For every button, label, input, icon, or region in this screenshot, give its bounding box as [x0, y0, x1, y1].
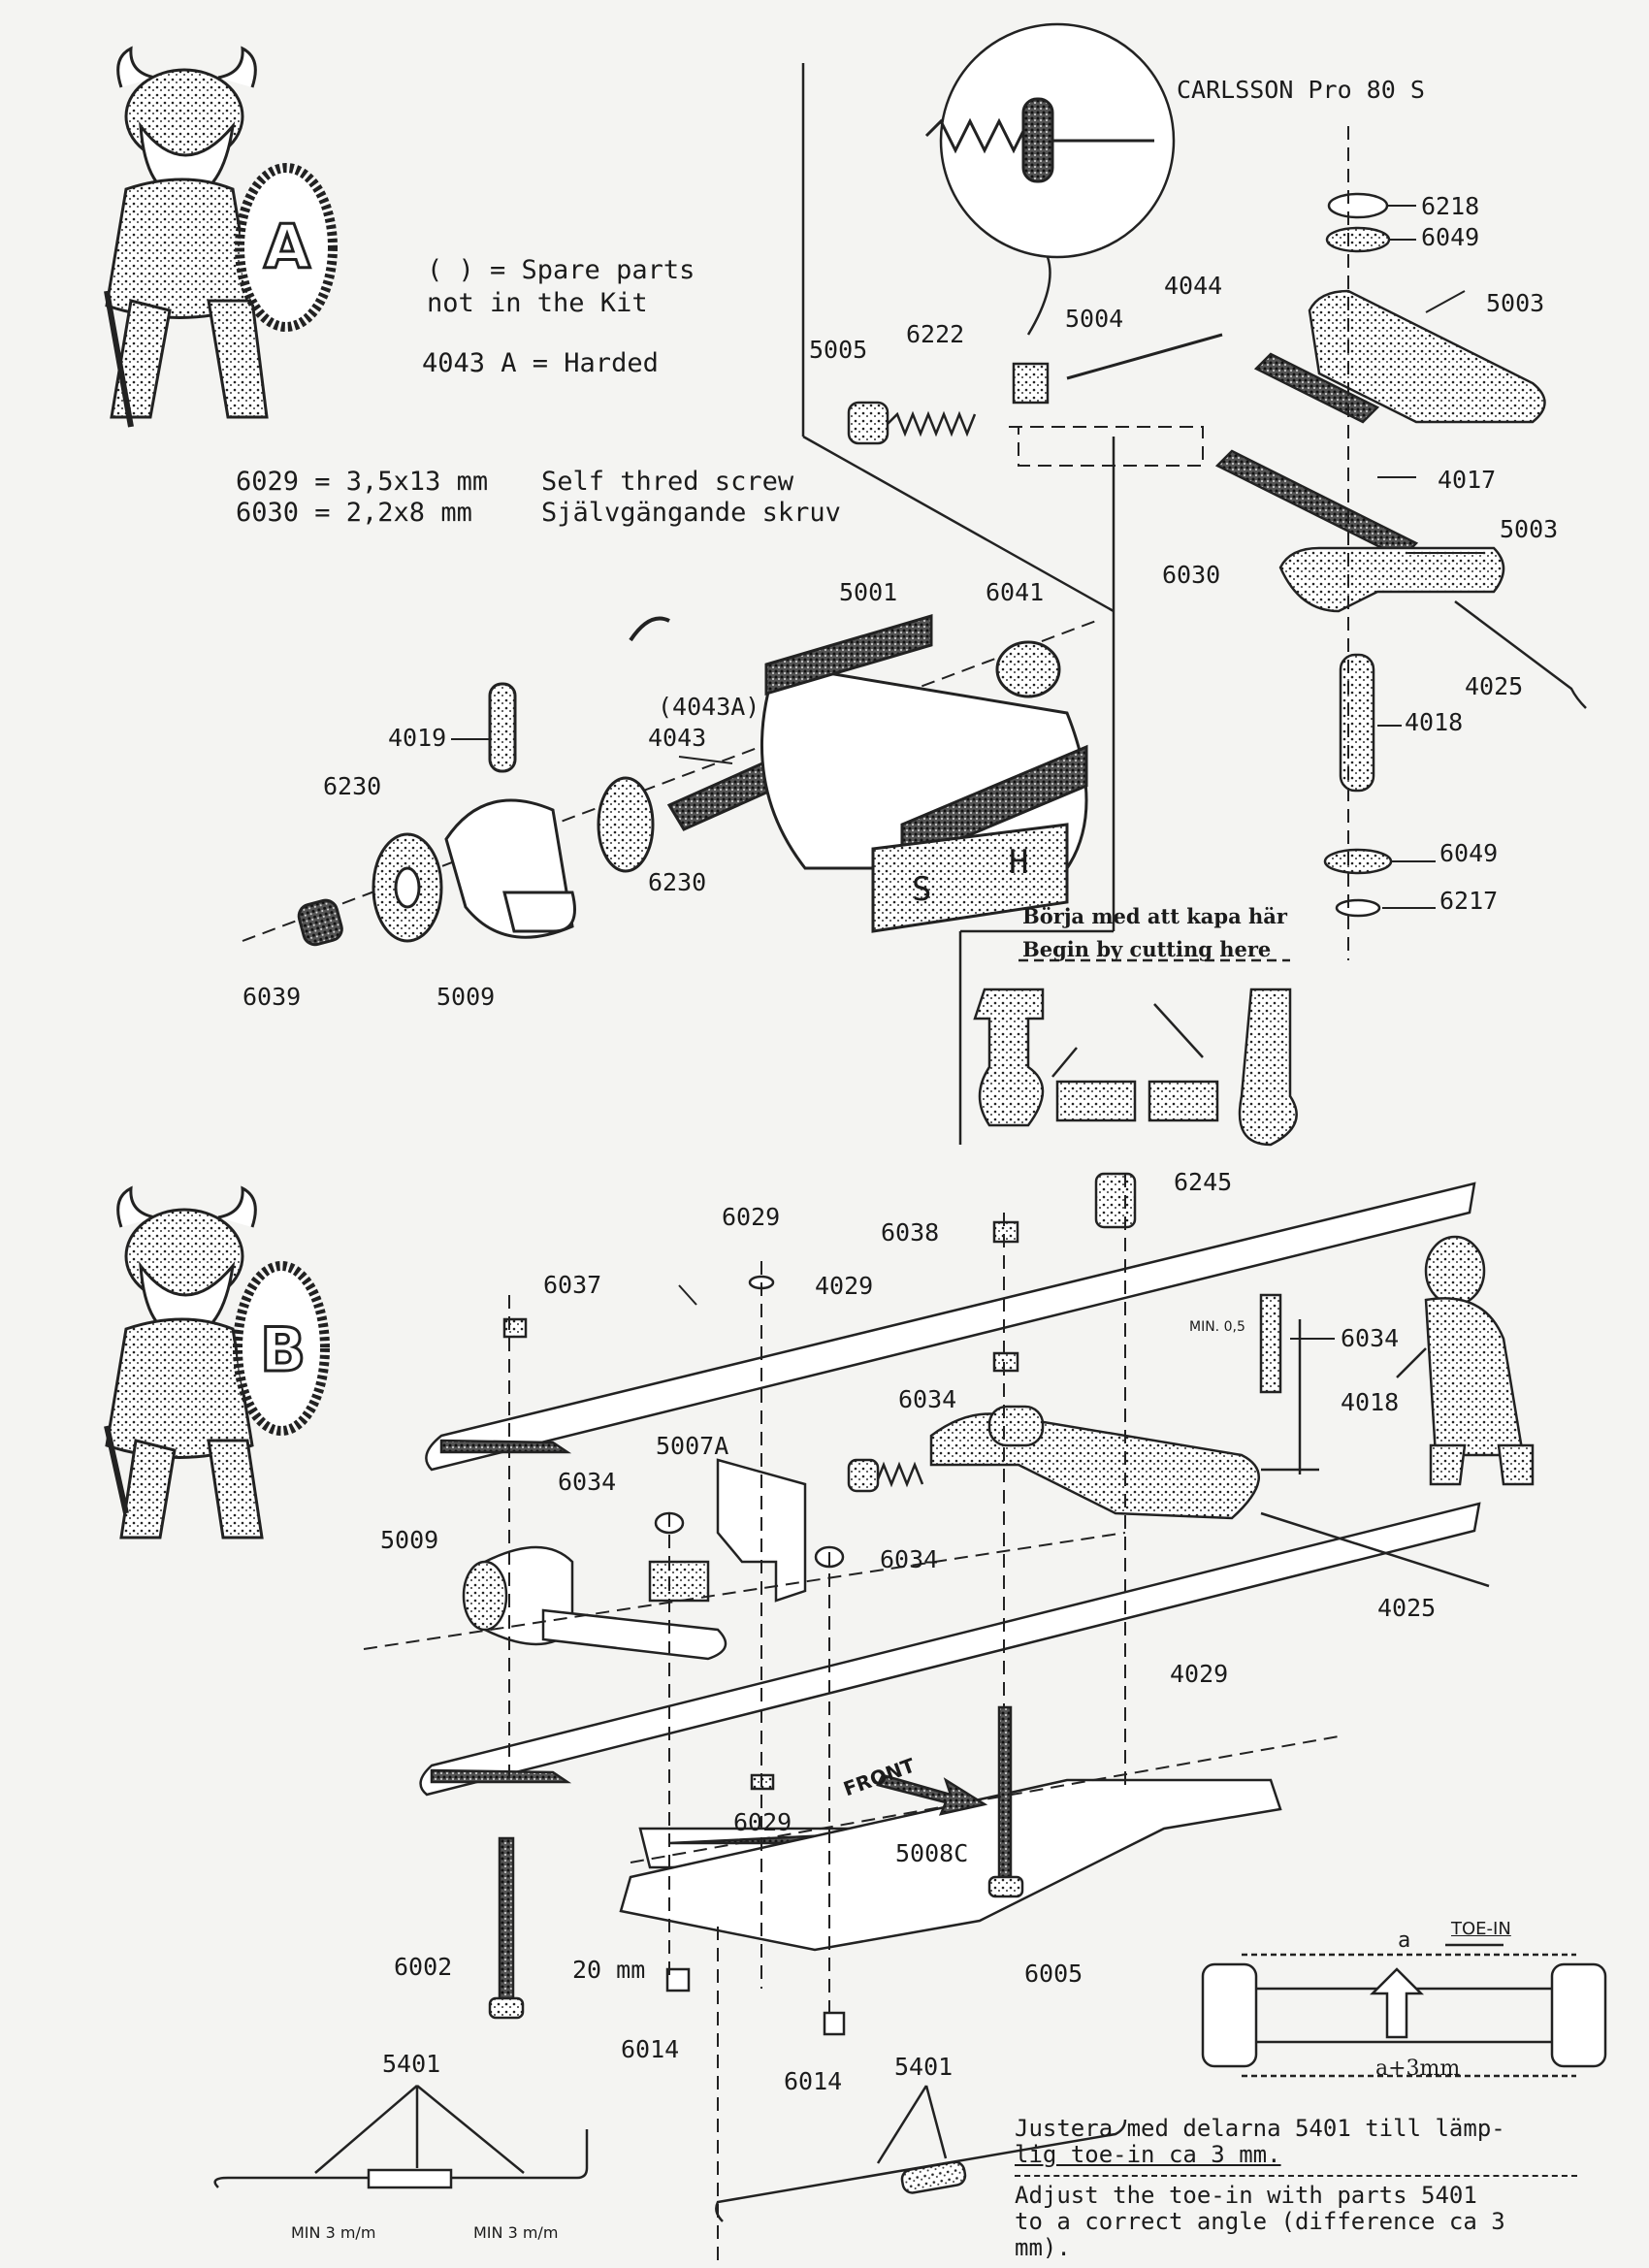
part-label: 6034	[558, 1468, 617, 1496]
footer-en-line2: to a correct angle (difference ca 3	[1015, 2208, 1505, 2235]
legend-screw-6030: 6030 = 2,2x8 mm	[236, 498, 472, 528]
footer-en-line1: Adjust the toe-in with parts 5401	[1015, 2182, 1477, 2209]
part-label: 5009	[436, 983, 496, 1011]
part-label: 5007A	[656, 1432, 729, 1460]
part-label: 4019	[388, 724, 447, 752]
upright-group-b	[462, 1458, 845, 1661]
part-label: 5001	[839, 578, 898, 606]
part-label: 6049	[1439, 839, 1499, 867]
part-label: 5005	[809, 336, 868, 364]
part-label: 6041	[986, 578, 1045, 606]
dimension-20mm: 20 mm	[572, 1956, 646, 1984]
part-label: 6029	[733, 1808, 792, 1836]
viking-mascot-right	[1396, 1235, 1535, 1486]
part-label: 6002	[394, 1953, 453, 1981]
part-label: 5008C	[895, 1839, 969, 1867]
badge-a-letter: A	[263, 211, 312, 284]
front-arrow	[876, 1773, 988, 1816]
inset-arrow	[1026, 256, 1051, 336]
legend-screw-6029: 6029 = 3,5x13 mm	[236, 467, 489, 497]
toe-in-label: TOE-IN	[1451, 1919, 1511, 1939]
part-label: 6230	[323, 772, 382, 800]
part-label: 6039	[242, 983, 302, 1011]
part-label: 4029	[815, 1272, 874, 1300]
shield-b	[233, 1261, 330, 1436]
cutting-inset	[973, 958, 1298, 1147]
chassis-plates	[419, 1182, 1481, 1952]
part-label: 6034	[1341, 1324, 1400, 1352]
part-label: 5003	[1500, 515, 1559, 543]
viking-mascot-a	[104, 46, 269, 428]
toe-a-label: a	[1398, 1928, 1411, 1953]
part-label: 5009	[380, 1526, 439, 1554]
part-label: (4043A)	[658, 693, 760, 721]
axle-letter-h: H	[1009, 843, 1029, 882]
legend-spare-line1: ( ) = Spare parts	[427, 255, 695, 285]
front-upright-group-a	[297, 613, 1088, 947]
part-label: 6218	[1421, 192, 1480, 220]
viking-mascot-b	[104, 1185, 264, 1539]
part-label: 6014	[784, 2067, 843, 2095]
footer-sv-line1: Justera med delarna 5401 till lämp-	[1015, 2115, 1505, 2142]
min-gap-label: MIN. 0,5	[1189, 1319, 1245, 1335]
part-label: 4044	[1164, 272, 1223, 300]
axle-letter-s: S	[912, 870, 932, 909]
tie-rods	[213, 2085, 1127, 2222]
toe-in-diagram	[1201, 1943, 1607, 2078]
part-label: 4043	[648, 724, 707, 752]
part-label: 6005	[1024, 1960, 1083, 1988]
part-label: 4029	[1170, 1660, 1229, 1688]
model-title: CARLSSON Pro 80 S	[1177, 76, 1425, 104]
part-label: 5401	[382, 2050, 441, 2078]
part-label: 6037	[543, 1271, 602, 1299]
part-label: 6014	[621, 2035, 680, 2063]
steering-arm-assembly	[1066, 192, 1587, 918]
legend-harded: 4043 A = Harded	[422, 348, 659, 378]
min-left-label: MIN 3 m/m	[291, 2223, 376, 2242]
part-label: 4017	[1438, 466, 1497, 494]
shield-a	[235, 163, 338, 332]
part-label: 6038	[881, 1218, 940, 1247]
part-label: 5003	[1486, 289, 1545, 317]
part-label: 5401	[894, 2053, 954, 2081]
axis-lines-b	[363, 1174, 1340, 2260]
part-label: 6217	[1439, 887, 1499, 915]
part-label: 6034	[898, 1385, 957, 1413]
part-label: 6030	[1162, 561, 1221, 589]
leader-lines	[451, 205, 1484, 1340]
part-label: 4018	[1341, 1388, 1400, 1416]
part-label: 6034	[880, 1545, 939, 1573]
part-label: 5004	[1065, 305, 1124, 333]
part-label: 6029	[722, 1203, 781, 1231]
parts-5005-6222-5004	[847, 362, 1050, 445]
part-label: 6049	[1421, 223, 1480, 251]
cut-note-sv: Börja med att kapa här	[1022, 904, 1287, 928]
legend-screw-desc-sv: Självgängande skruv	[541, 498, 841, 528]
cut-note-en: Begin by cutting here	[1022, 937, 1272, 961]
part-label: 4025	[1465, 672, 1524, 700]
footer-divider	[1015, 2175, 1577, 2177]
toe-a3-label: a+3mm	[1375, 2057, 1461, 2081]
min-right-label: MIN 3 m/m	[473, 2223, 559, 2242]
part-label: 6245	[1174, 1168, 1233, 1196]
part-label: 4025	[1377, 1594, 1437, 1622]
footer-en-line3: mm).	[1015, 2234, 1071, 2261]
part-label: 6222	[906, 320, 965, 348]
bolts-b	[488, 1220, 1319, 2036]
badge-b-letter: B	[258, 1313, 307, 1387]
inset-spring	[924, 97, 1154, 183]
part-label: 6230	[648, 868, 707, 896]
legend-spare-line2: not in the Kit	[427, 288, 648, 318]
footer-sv-line2: lig toe-in ca 3 mm.	[1015, 2141, 1281, 2168]
legend-screw-desc-en: Self thred screw	[541, 467, 794, 497]
part-label: 4018	[1405, 708, 1464, 736]
